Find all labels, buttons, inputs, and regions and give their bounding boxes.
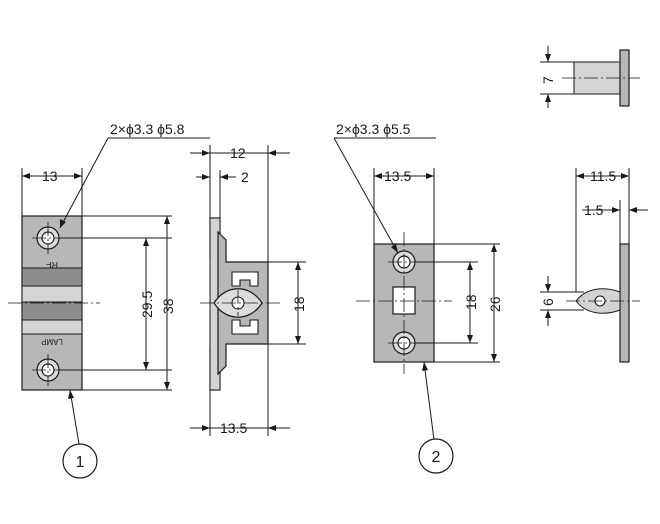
part2-width-dimension: 13.5 <box>373 168 435 244</box>
part2-top-height: 7 <box>540 76 556 84</box>
part1-height-dimensions: 29.5 38 <box>60 215 176 391</box>
part1-side-flange: 2 <box>241 169 249 185</box>
part2-side-depth: 11.5 <box>590 168 616 184</box>
part1-marking-bottom: LAMP <box>41 337 63 346</box>
part1-callout-number: 1 <box>76 454 85 471</box>
part1-hole-spec: 2×ϕ3.3 ϕ5.8 <box>110 121 185 137</box>
part2-hole-callout: 2×ϕ3.3 ϕ5.5 <box>333 121 436 254</box>
part2-side-tip: 6 <box>540 298 556 306</box>
part1-side-dimensions: 12 2 18 13.5 <box>190 145 307 436</box>
part1-width-dimension: 13 <box>21 168 83 216</box>
part2-front-view <box>356 232 452 374</box>
part2-hole-spec: 2×ϕ3.3 ϕ5.5 <box>336 121 411 137</box>
part2-height-dimensions: 18 26 <box>416 243 503 363</box>
part1-hole-pitch: 29.5 <box>139 291 155 318</box>
part1-hole-callout: 2×ϕ3.3 ϕ5.8 <box>59 121 210 229</box>
part1-front-view: RF LAMP <box>8 215 100 391</box>
part2-top-view: 7 <box>540 46 640 108</box>
part1-side-body-height: 18 <box>291 296 307 312</box>
part2-side-dimensions: 11.5 1.5 6 <box>540 168 648 326</box>
part1-side-overall: 13.5 <box>220 420 247 436</box>
part2-side-flange: 1.5 <box>584 202 604 218</box>
part2-hole-pitch: 18 <box>463 294 479 310</box>
part1-callout: 1 <box>62 389 98 479</box>
part2-overall-height: 26 <box>487 296 503 312</box>
part2-callout: 2 <box>418 361 454 474</box>
part1-width-label: 13 <box>42 168 58 184</box>
part2-width-label: 13.5 <box>384 168 411 184</box>
part1-side-view <box>200 217 280 391</box>
part1-marking-top: RF <box>46 260 58 270</box>
part2-side-view <box>566 243 640 363</box>
part1-side-depth: 12 <box>230 145 246 161</box>
part1-overall-height: 38 <box>160 298 176 314</box>
part2-callout-number: 2 <box>432 449 441 466</box>
